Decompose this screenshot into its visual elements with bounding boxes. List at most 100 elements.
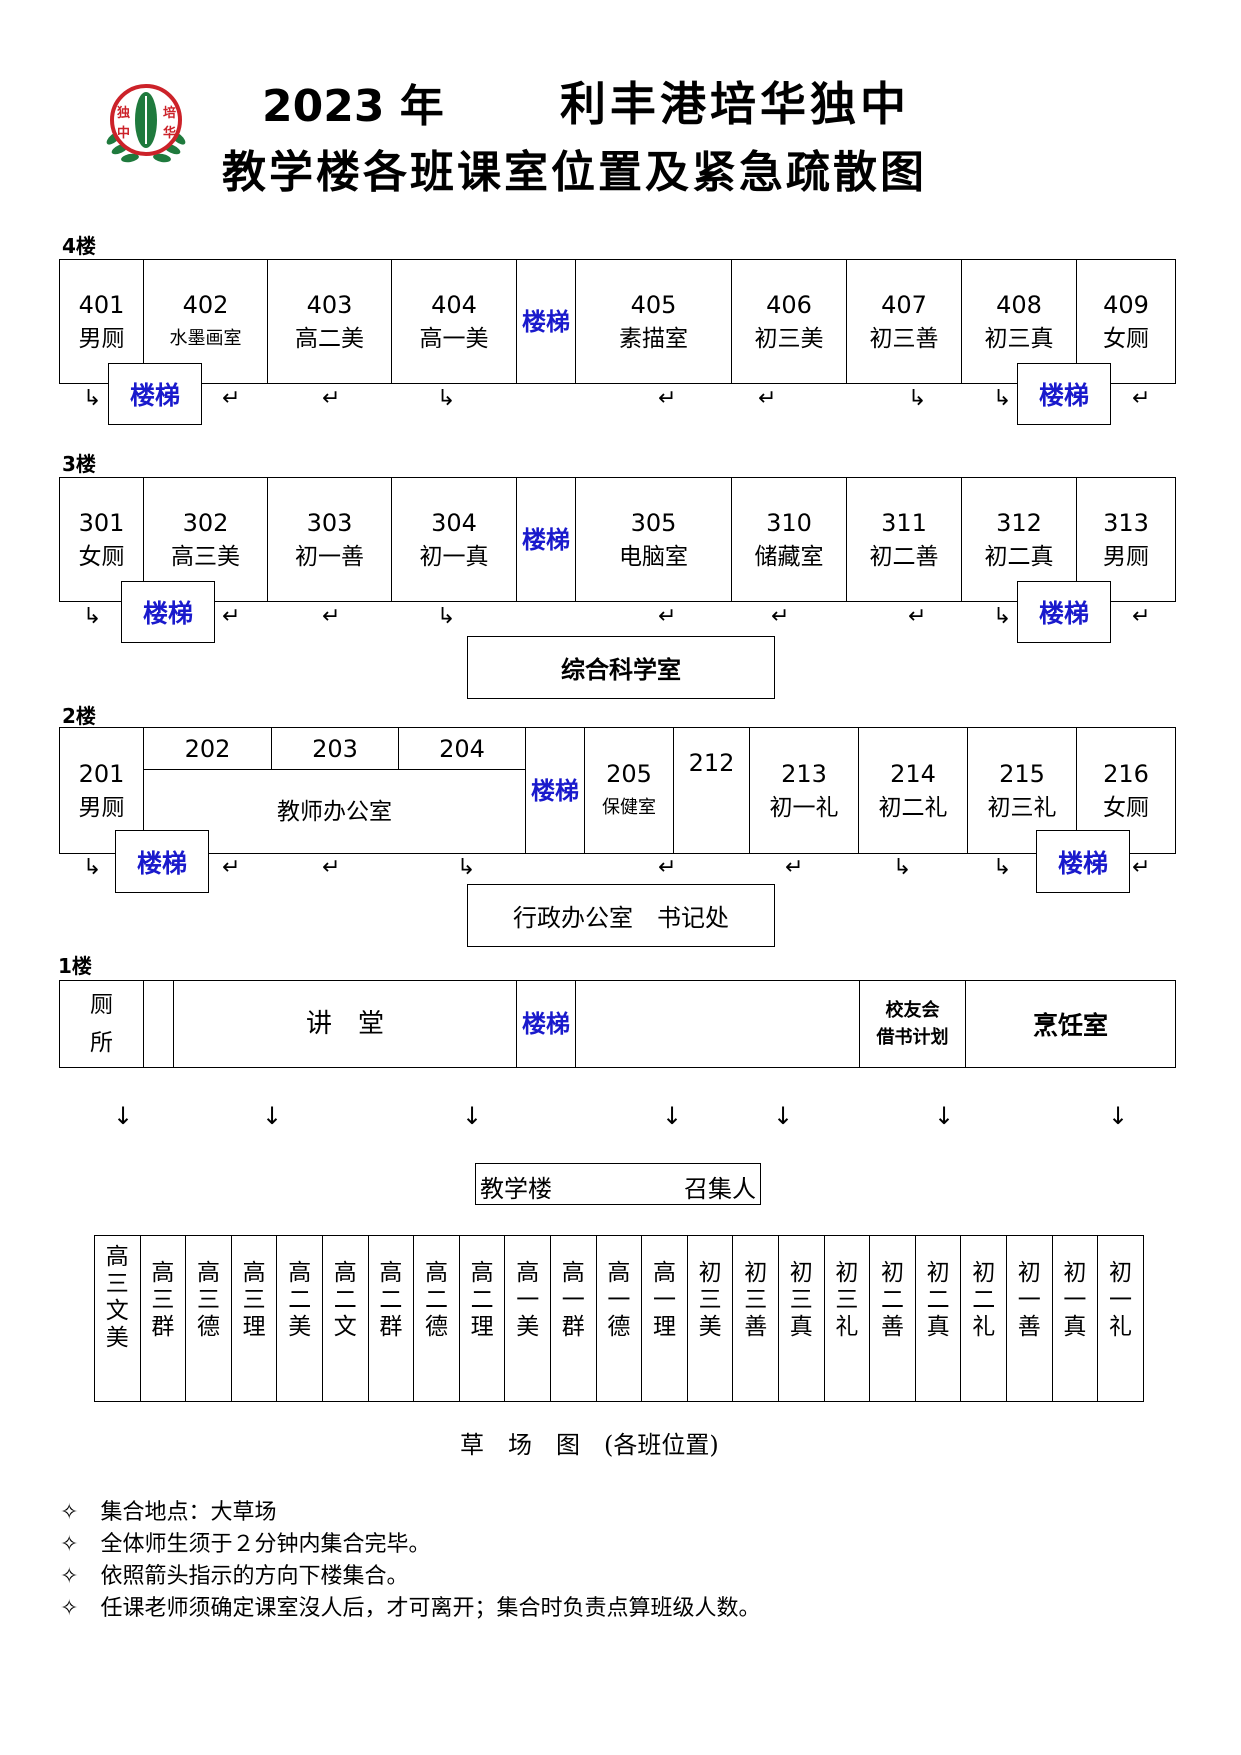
teacher-office: 教师办公室	[143, 769, 526, 854]
stairs-box: 楼梯	[1017, 581, 1111, 643]
arrow-right: ↵	[758, 386, 777, 411]
note-item: ✧ 全体师生须于２分钟内集合完毕。	[60, 1532, 431, 1557]
arrow-left: ↳	[83, 604, 102, 629]
stairs-vertical: 楼梯	[525, 727, 585, 854]
arrow-left: ↳	[437, 386, 456, 411]
title-school: 利丰港培华独中	[560, 77, 910, 131]
alumni-cell: 校友会 借书计划	[859, 980, 966, 1068]
lecture-hall: 讲 堂	[173, 980, 517, 1068]
room-cell: 204	[398, 727, 526, 770]
blank-cell	[575, 980, 860, 1068]
field-class-column: 高二群	[367, 1235, 415, 1402]
field-class-column: 高三群	[139, 1235, 187, 1402]
arrow-right: ↵	[1132, 604, 1151, 629]
arrow-right: ↵	[908, 604, 927, 629]
arrow-right: ↵	[322, 386, 341, 411]
arrow-down: ↓	[113, 1102, 134, 1130]
arrow-down: ↓	[773, 1102, 794, 1130]
blank-cell	[143, 980, 174, 1068]
title-year: 2023 年	[262, 81, 444, 132]
arrow-left: ↳	[908, 386, 927, 411]
arrow-left: ↳	[457, 855, 476, 880]
cooking-room: 烹饪室	[965, 980, 1176, 1068]
science-lab-box: 综合科学室	[467, 636, 775, 699]
stairs-box: 楼梯	[108, 363, 202, 425]
convener-box: 教学楼 召集人	[475, 1163, 761, 1205]
field-class-column: 初三善	[732, 1235, 779, 1402]
logo-char: 培	[163, 106, 177, 121]
toilet-cell: 厕所	[59, 980, 144, 1068]
title-subtitle: 教学楼各班课室位置及紧急疏散图	[222, 147, 927, 198]
stairs-box: 楼梯	[115, 830, 209, 893]
room-cell: 202	[143, 727, 272, 770]
arrow-down: ↓	[262, 1102, 283, 1130]
arrow-left: ↳	[993, 604, 1012, 629]
convener-left: 教学楼	[480, 1175, 552, 1203]
room-cell: 212	[673, 727, 750, 854]
field-class-column: 高二理	[458, 1235, 506, 1402]
field-class-column: 初三美	[686, 1235, 734, 1402]
field-class-column: 高三理	[230, 1235, 278, 1402]
floor-label: 1楼	[58, 954, 92, 978]
field-class-column: 高三文美	[94, 1235, 141, 1402]
note-item: ✧ 依照箭头指示的方向下楼集合。	[60, 1564, 409, 1589]
stairs-box: 楼梯	[121, 581, 215, 643]
arrow-right: ↵	[322, 855, 341, 880]
field-class-column: 初二善	[869, 1235, 916, 1402]
arrow-right: ↵	[222, 855, 241, 880]
arrow-right: ↵	[222, 604, 241, 629]
arrow-left: ↳	[83, 855, 102, 880]
field-class-column: 初三真	[778, 1235, 825, 1402]
stairs-box: 楼梯	[1036, 830, 1130, 893]
logo-char: 华	[163, 126, 177, 141]
arrow-left: ↳	[993, 855, 1012, 880]
arrow-right: ↵	[771, 604, 790, 629]
arrow-left: ↳	[893, 855, 912, 880]
arrow-right: ↵	[658, 604, 677, 629]
arrow-down: ↓	[1108, 1102, 1129, 1130]
room-cell: 203	[271, 727, 399, 770]
field-class-column: 初三礼	[823, 1235, 871, 1402]
stairs-vertical: 楼梯	[516, 980, 576, 1068]
field-class-column: 高一理	[641, 1235, 688, 1402]
field-class-column: 高二美	[276, 1235, 323, 1402]
arrow-right: ↵	[785, 855, 804, 880]
arrow-down: ↓	[662, 1102, 683, 1130]
note-item: ✧ 集合地点：大草场	[60, 1500, 277, 1525]
floor-label: 4楼	[62, 234, 96, 258]
logo-char: 中	[117, 126, 131, 141]
logo-char: 独	[117, 106, 131, 121]
arrow-right: ↵	[1132, 855, 1151, 880]
field-class-column: 高一群	[550, 1235, 597, 1402]
arrow-right: ↵	[222, 386, 241, 411]
field-caption: 草 场 图 (各班位置)	[460, 1431, 719, 1459]
field-class-column: 高二文	[322, 1235, 369, 1402]
arrow-right: ↵	[658, 855, 677, 880]
floor-label: 3楼	[62, 452, 96, 476]
stairs-box: 楼梯	[1017, 363, 1111, 425]
field-class-column: 高二德	[413, 1235, 460, 1402]
arrow-right: ↵	[322, 604, 341, 629]
stairs-vertical: 楼梯	[516, 477, 576, 602]
field-class-column: 初一真	[1051, 1235, 1099, 1402]
field-class-column: 初二礼	[960, 1235, 1007, 1402]
stairs-vertical: 楼梯	[516, 259, 576, 384]
arrow-left: ↳	[437, 604, 456, 629]
field-class-column: 高一美	[504, 1235, 551, 1402]
